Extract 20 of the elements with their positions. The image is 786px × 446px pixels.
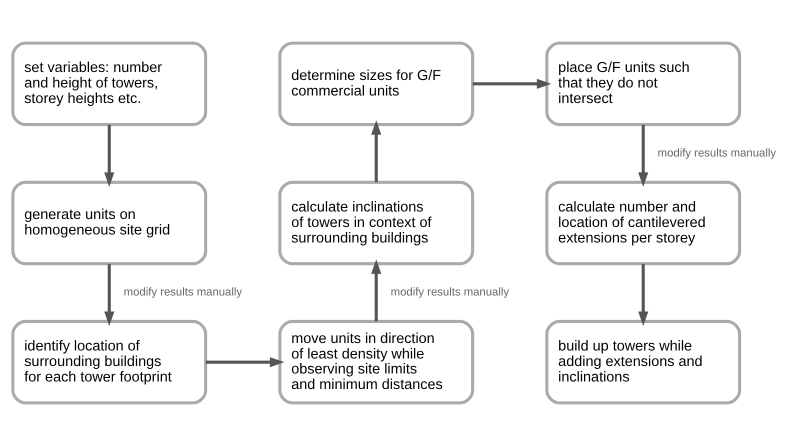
arrow <box>206 357 284 368</box>
node-box: generate units on homogeneous site grid <box>11 180 208 266</box>
arrow <box>371 259 382 322</box>
arrow <box>638 264 648 326</box>
node-box: calculate inclinations of towers in context of surrounding buildings <box>278 180 474 266</box>
edge-label: modify results manually <box>658 147 776 160</box>
node-box: set variables: number and height of towers, storey heights etc. <box>11 42 208 126</box>
arrow <box>371 120 382 182</box>
node-box: build up towers while adding extensions and inclinations <box>545 320 742 404</box>
edge-label: modify results manually <box>124 286 242 298</box>
node-box: move units in direction of least density while observing site limits and minimum distances <box>278 320 474 404</box>
arrow <box>638 124 648 187</box>
arrow <box>472 78 552 89</box>
arrow <box>104 264 114 326</box>
node-box: identify location of surrounding buildings for each tower footprint <box>11 320 208 404</box>
node-box: place G/F units such that they do not intersect <box>545 42 742 126</box>
node-box: determine sizes for G/F commercial units <box>278 42 474 126</box>
arrow <box>104 124 114 187</box>
edge-label: modify results manually <box>390 286 510 298</box>
node-box: calculate number and location of cantilevered extensions per storey <box>545 180 742 266</box>
